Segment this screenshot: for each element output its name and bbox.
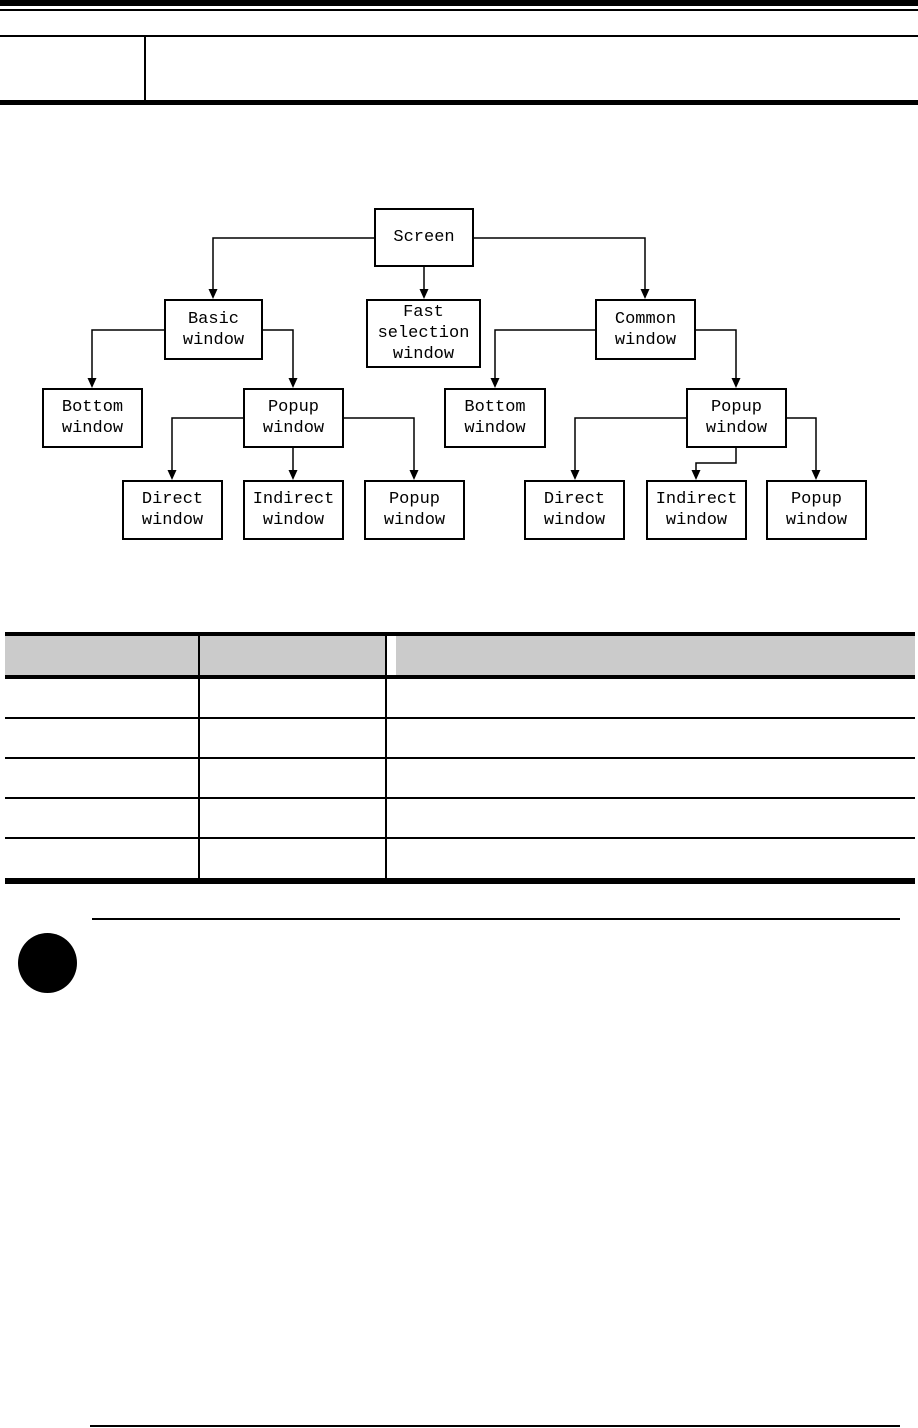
note-icon (18, 933, 77, 993)
arrowhead-icon (490, 378, 500, 388)
table-cell (5, 799, 200, 837)
arrowhead-icon (288, 378, 298, 388)
table-cell (200, 719, 387, 757)
node-basic-popup-window: Popup window (243, 388, 344, 448)
node-basic-bottom-window: Bottom window (42, 388, 143, 448)
table-cell (200, 679, 387, 717)
table-cell (387, 839, 915, 878)
arrowhead-icon (419, 289, 429, 299)
spec-table-header-row (5, 636, 915, 679)
arrowhead-icon (288, 470, 298, 480)
table-cell (5, 759, 200, 797)
spec-table-header-cell (387, 636, 915, 675)
node-common-bottom-window: Bottom window (444, 388, 546, 448)
connector-screen-basic (212, 237, 374, 289)
connector-popupL-popup (344, 417, 415, 470)
table-cell (387, 799, 915, 837)
connector-common-popup (696, 329, 737, 378)
arrowhead-icon (691, 470, 701, 480)
node-screen: Screen (374, 208, 474, 267)
doc-header-divider (144, 37, 146, 100)
node-basic-popup-child-window: Popup window (364, 480, 465, 540)
table-cell (5, 679, 200, 717)
node-common-direct-window: Direct window (524, 480, 625, 540)
node-fast-selection-window: Fast selection window (366, 299, 481, 368)
connector-popupR-direct (574, 417, 686, 470)
doc-header-left-cell (0, 37, 144, 100)
page-top-rule (0, 9, 918, 11)
table-row (5, 839, 915, 884)
note-section-rule (92, 918, 900, 920)
connector-basic-popup (263, 329, 294, 378)
arrowhead-icon (409, 470, 419, 480)
arrowhead-icon (640, 289, 650, 299)
table-row (5, 679, 915, 719)
table-row (5, 799, 915, 839)
table-row (5, 759, 915, 799)
spec-table (5, 632, 915, 884)
connector-popupR-indirect (695, 448, 737, 470)
arrowhead-icon (811, 470, 821, 480)
connector-screen-common (474, 237, 646, 289)
table-cell (387, 679, 915, 717)
arrowhead-icon (87, 378, 97, 388)
connector-common-bottom (494, 329, 595, 378)
table-cell (387, 759, 915, 797)
node-basic-direct-window: Direct window (122, 480, 223, 540)
table-cell (200, 759, 387, 797)
doc-header-right-cell (146, 37, 918, 100)
spec-table-header-cell (200, 636, 387, 675)
table-cell (5, 839, 200, 878)
arrowhead-icon (731, 378, 741, 388)
spec-table-header-cell (5, 636, 200, 675)
node-basic-indirect-window: Indirect window (243, 480, 344, 540)
node-common-window: Common window (595, 299, 696, 360)
node-common-popup-window: Popup window (686, 388, 787, 448)
connector-popupR-popup (787, 417, 817, 470)
connector-popupL-direct (171, 417, 243, 470)
arrowhead-icon (167, 470, 177, 480)
table-row (5, 719, 915, 759)
node-basic-window: Basic window (164, 299, 263, 360)
node-common-indirect-window: Indirect window (646, 480, 747, 540)
table-cell (387, 719, 915, 757)
table-cell (5, 719, 200, 757)
table-cell (200, 799, 387, 837)
node-common-popup-child-window: Popup window (766, 480, 867, 540)
page-top-bar (0, 0, 918, 6)
table-cell (200, 839, 387, 878)
page-footer-rule (90, 1425, 900, 1427)
arrowhead-icon (570, 470, 580, 480)
doc-header-table (0, 35, 918, 105)
connector-basic-bottom (91, 329, 164, 378)
arrowhead-icon (208, 289, 218, 299)
